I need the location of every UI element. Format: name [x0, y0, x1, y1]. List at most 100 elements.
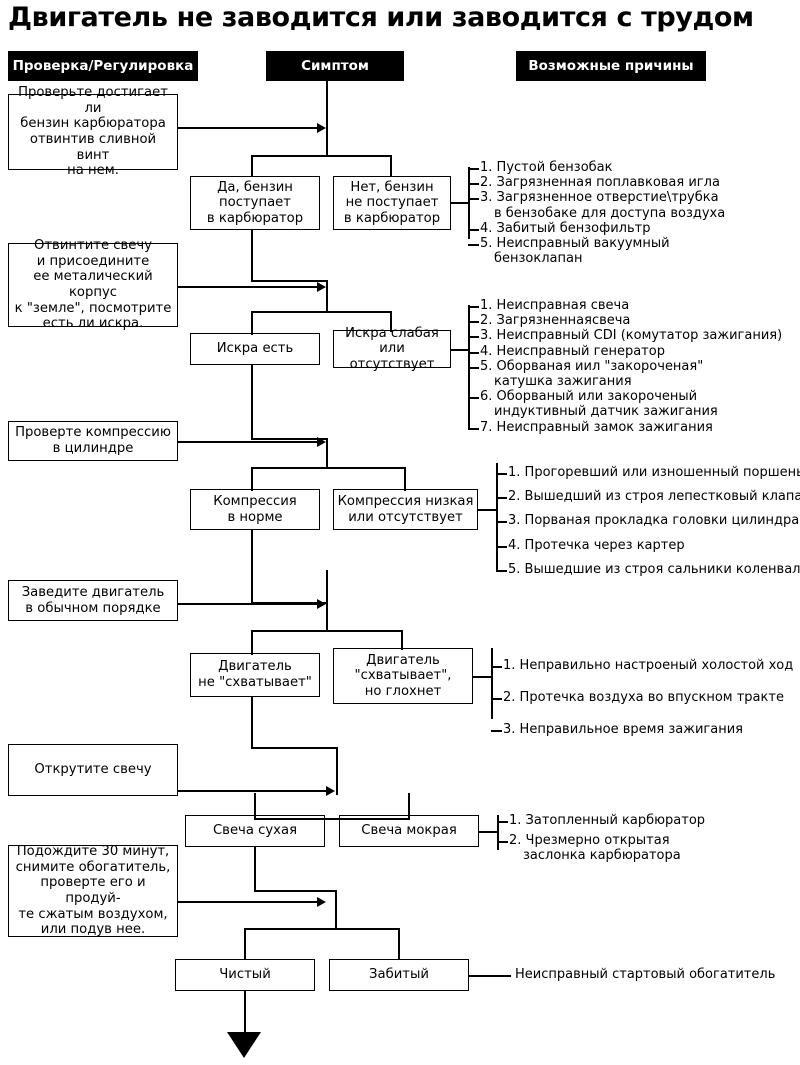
bracket-tick-icon	[468, 397, 479, 400]
bracket-fuel	[468, 167, 470, 239]
connector-compok-down	[251, 530, 253, 604]
bracket-tick-icon	[496, 545, 507, 548]
connector-plugdry-down	[254, 847, 256, 892]
cause-number: 2.	[503, 690, 520, 706]
stub-enricher-cause	[469, 975, 511, 977]
bracket-tick-icon	[468, 183, 479, 186]
bracket-tick-icon	[468, 244, 479, 247]
arrow-head-start	[317, 599, 326, 609]
cause-line: 4. Забитый бензофильтр	[480, 220, 651, 236]
bracket-tick-icon	[496, 569, 507, 572]
cause-line: 1. Пустой бензобак	[480, 160, 613, 175]
box-label: Забитый	[369, 967, 429, 983]
bracket-plug	[497, 815, 499, 850]
cause-number: 1.	[508, 465, 525, 480]
cause-number: 5.	[508, 561, 525, 577]
cause-item: 4. Неисправный генератор	[468, 343, 800, 359]
connector-engnocatch-down	[251, 697, 253, 749]
header-check: Проверка/Регулировка	[8, 51, 198, 81]
cause-line: 1. Затопленный карбюратор	[509, 813, 706, 828]
cause-line: 5. Неисправный вакуумный	[480, 236, 670, 252]
cause-number: 3.	[508, 513, 525, 529]
connector-branch-enricher	[244, 928, 400, 930]
symptom-box-plug-wet[interactable]: Свеча мокрая	[339, 815, 479, 847]
bracket-tick-icon	[491, 666, 502, 668]
connector-plugdry-right	[254, 890, 337, 892]
cause-number: 3.	[503, 722, 520, 738]
arrow-head-compression	[317, 437, 326, 447]
box-label: Искра есть	[216, 341, 294, 357]
connector-branch-fuel-left	[251, 155, 253, 176]
arrow-head-plug	[326, 786, 335, 796]
cause-line: в бензобаке для доступа воздуха	[494, 205, 726, 221]
cause-number: 1.	[480, 298, 497, 313]
bracket-tick-icon	[468, 306, 479, 308]
arrow-line-spark	[178, 286, 318, 288]
cause-number: 2.	[509, 833, 526, 849]
check-box-plug[interactable]: Открутите свечу	[8, 744, 178, 796]
symptom-box-enricher-clean[interactable]: Чистый	[175, 959, 315, 991]
cause-number: 7.	[480, 419, 497, 435]
cause-line: катушка зажигания	[494, 374, 632, 390]
cause-item: 5. Оборваная иил "закороченая"катушка за…	[468, 359, 800, 390]
bracket-tick-icon	[468, 366, 479, 369]
connector-engnocatch-right	[251, 747, 338, 749]
cause-number: 4.	[480, 343, 497, 359]
bracket-tick-icon	[496, 521, 507, 524]
bracket-compression	[496, 463, 498, 570]
box-label: Свеча мокрая	[361, 823, 457, 839]
symptom-box-engine-catch[interactable]: Двигатель"схватывает",но глохнет	[333, 648, 473, 704]
cause-item: 2. Вышедший из строя лепестковый клапан	[496, 489, 800, 504]
cause-number: 2.	[480, 175, 497, 191]
cause-item: 1. Затопленный карбюратор	[497, 813, 800, 828]
cause-item: 5. Вышедшие из строя сальники коленвала	[496, 561, 800, 577]
cause-line: 7. Неисправный замок зажигания	[480, 419, 713, 435]
stub-start-causes	[473, 676, 491, 678]
cause-number: 1.	[503, 658, 520, 673]
cause-line: 6. Оборваный или закороченый	[480, 389, 698, 405]
cause-line: 1. Прогоревший или изношенный поршень	[508, 465, 800, 480]
box-label: Открутите свечу	[34, 762, 152, 778]
bracket-start	[491, 648, 493, 719]
cause-item: 3. Порваная прокладка головки цилиндра	[496, 513, 800, 529]
symptom-box-enricher-clogged[interactable]: Забитый	[329, 959, 469, 991]
page-title: Двигатель не заводится или заводится с т…	[8, 2, 754, 33]
cause-item: 2. Загрязненная поплавковая игла	[468, 175, 800, 191]
bracket-tick-icon	[468, 321, 479, 324]
cause-line: индуктивный датчик зажигания	[494, 404, 718, 420]
stub-plug-causes	[479, 831, 497, 833]
symptom-box-plug-dry[interactable]: Свеча сухая	[185, 815, 325, 847]
connector-branch-engine-left	[251, 630, 253, 655]
cause-item: 2. Загрязненнаясвеча	[468, 313, 800, 329]
cause-item: 3. Неисправный CDI (комутатор зажигания)	[468, 328, 800, 343]
cause-line: 3. Порваная прокладка головки цилиндра	[508, 513, 800, 529]
symptom-box-spark-ok[interactable]: Искра есть	[190, 333, 320, 365]
cause-line: 3. Загрязненное отверстие\трубка	[480, 190, 719, 206]
cause-number: 4.	[480, 220, 497, 236]
bracket-tick-icon	[496, 473, 507, 475]
connector-branch-spark	[251, 311, 392, 313]
bracket-tick-icon	[468, 427, 479, 430]
connector-branch-plug-left	[254, 793, 256, 818]
check-box-enricher[interactable]: Подождите 30 минут,снимите обогатитель,п…	[8, 844, 178, 937]
bracket-tick-icon	[468, 228, 479, 231]
cause-number: 2.	[480, 313, 497, 329]
